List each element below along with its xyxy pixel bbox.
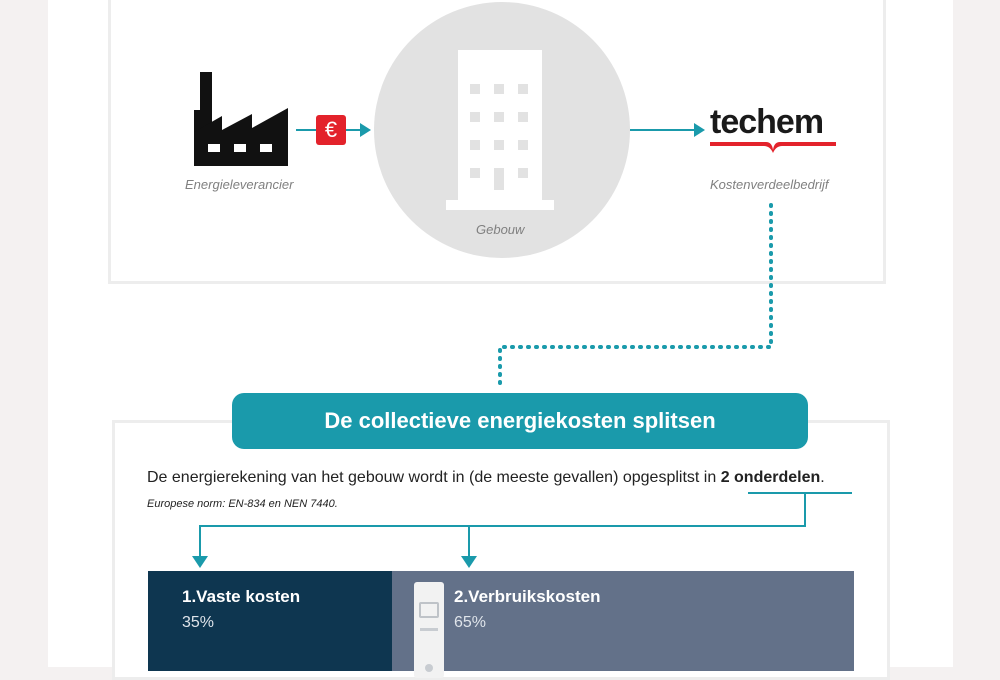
distributor-label: Kostenverdeelbedrijf	[710, 177, 829, 192]
emphasis-underline	[748, 492, 852, 494]
factory-icon	[194, 72, 288, 166]
usage-costs-value: 65%	[454, 614, 487, 631]
split-intro-text: De energierekening van het gebouw wordt …	[147, 469, 721, 486]
fixed-costs-block: 1.Vaste kosten 35%	[148, 571, 392, 671]
flow-line-supplier	[296, 129, 316, 131]
euro-icon: €	[316, 115, 346, 145]
techem-logo: techem	[710, 103, 824, 141]
building-label: Gebouw	[476, 222, 525, 237]
split-intro-emphasis: 2 onderdelen	[720, 469, 821, 486]
infographic-page: Energieleverancier € Gebouw techem Koste…	[48, 0, 953, 680]
split-banner: De collectieve energiekosten splitsen	[232, 393, 808, 449]
norm-note: Europese norm: EN-834 en NEN 7440.	[147, 498, 338, 510]
techem-logo-swoosh	[710, 142, 836, 153]
flow-panel	[108, 0, 886, 284]
meter-icon	[414, 582, 444, 678]
fixed-costs-value: 35%	[182, 614, 215, 631]
dotted-connector	[498, 203, 773, 392]
usage-costs-block: 2.Verbruikskosten 65%	[392, 571, 854, 678]
usage-costs-title: 2.Verbruikskosten	[454, 587, 601, 606]
fixed-costs-title: 1.Vaste kosten	[182, 587, 301, 606]
flow-arrowhead-distributor	[694, 123, 705, 137]
flow-line-supplier-2	[346, 129, 360, 131]
flow-arrowhead-supplier	[360, 123, 371, 137]
split-intro-end: .	[820, 469, 825, 486]
split-bracket	[192, 494, 806, 568]
split-intro: De energierekening van het gebouw wordt …	[147, 469, 825, 487]
building-icon	[446, 50, 554, 210]
supplier-label: Energieleverancier	[185, 177, 294, 192]
flow-line-distributor	[630, 129, 694, 131]
